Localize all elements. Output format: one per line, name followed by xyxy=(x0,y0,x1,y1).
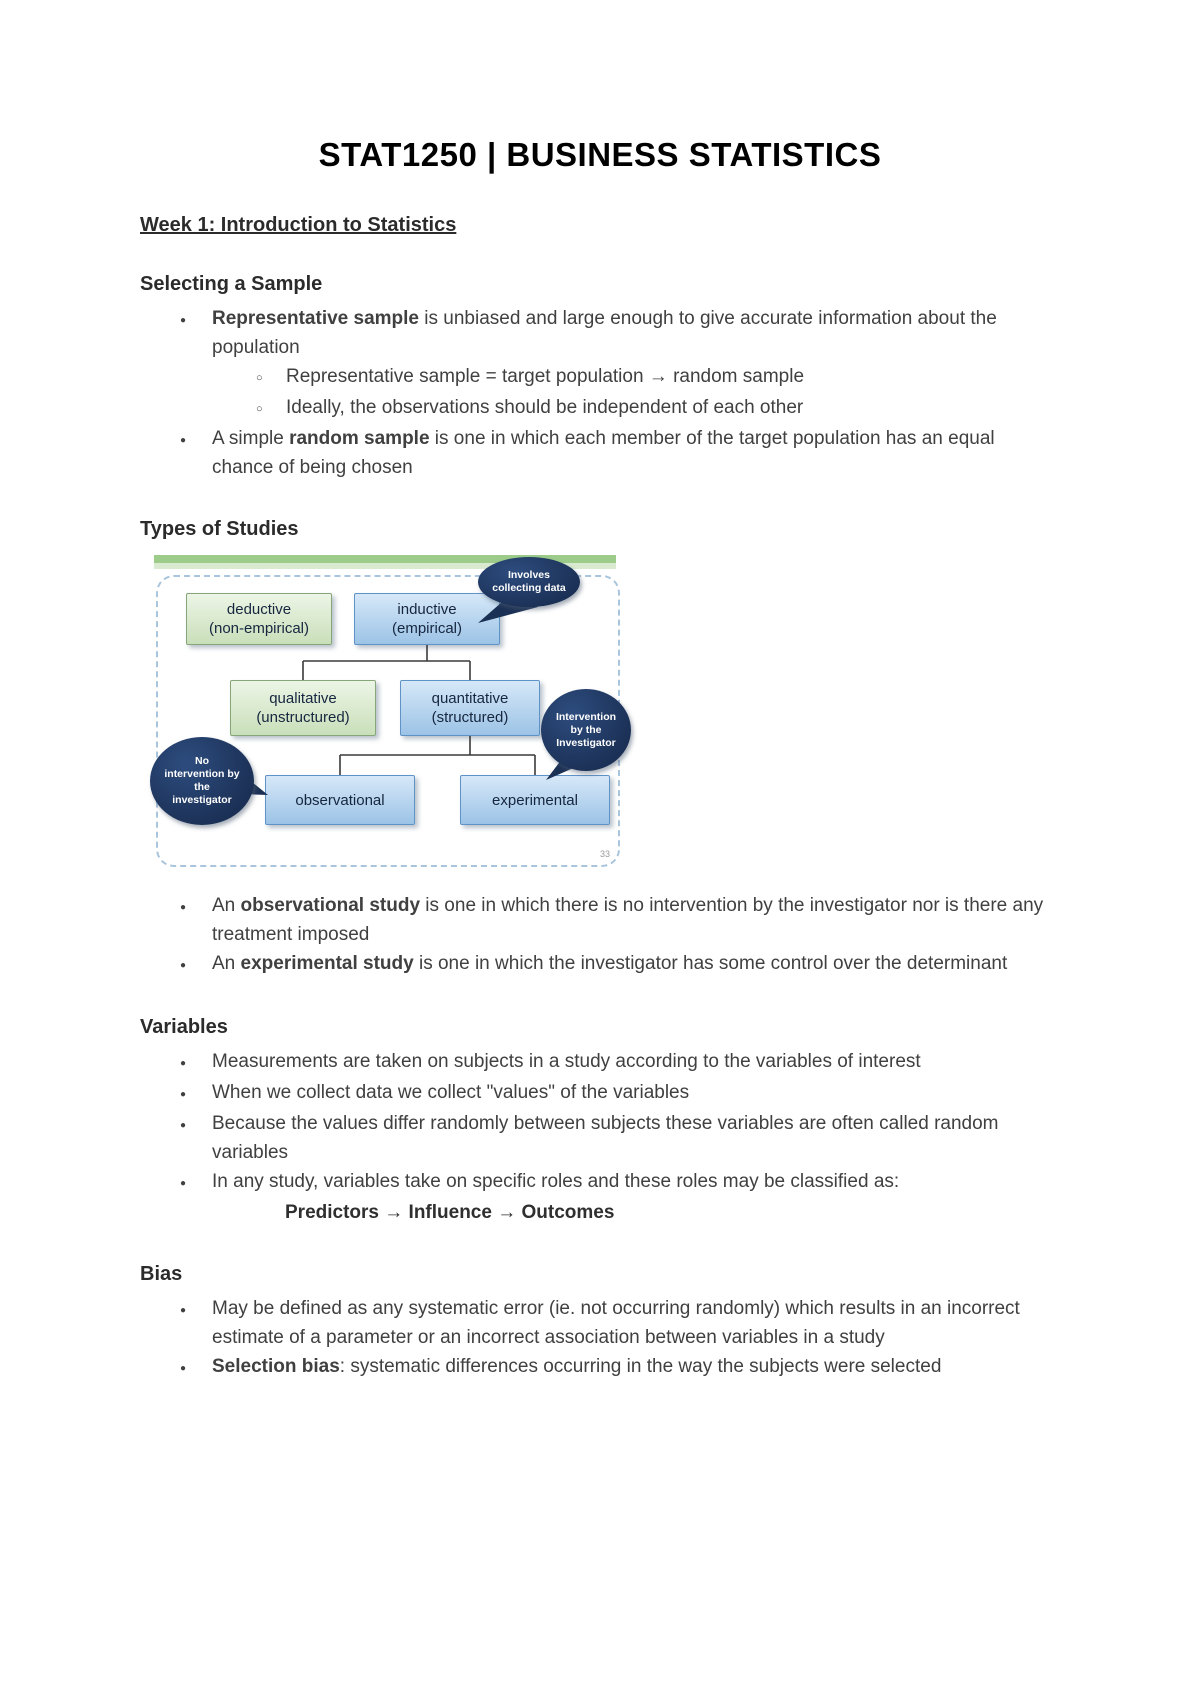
diagram-box-deductive: deductive (non-empirical) xyxy=(186,593,332,645)
text-run: An xyxy=(212,953,241,974)
list-item: A simple random sample is one in which e… xyxy=(140,424,1060,482)
callout-no-intervention: No intervention by the investigator xyxy=(150,737,254,825)
text-run-bold: experimental study xyxy=(240,953,414,974)
bullet-icon xyxy=(180,949,212,980)
bullet-text: Representative sample = target populatio… xyxy=(286,366,805,387)
bullet-text: Because the values differ randomly betwe… xyxy=(212,1113,999,1163)
callout-involves-collecting-data: Involves collecting data xyxy=(478,557,580,607)
bullet-icon xyxy=(180,304,212,362)
list-item: Representative sample is unbiased and la… xyxy=(140,304,1060,362)
bullet-icon xyxy=(256,393,286,424)
list-item: In any study, variables take on specific… xyxy=(140,1167,1060,1198)
diagram-box-experimental: experimental xyxy=(460,775,610,825)
week-heading: Week 1: Introduction to Statistics xyxy=(140,214,457,236)
bullet-text: Ideally, the observations should be inde… xyxy=(286,397,804,418)
bullet-icon xyxy=(180,424,212,482)
list-item: Selection bias: systematic differences o… xyxy=(140,1352,1060,1383)
types-of-studies-diagram: deductive (non-empirical) inductive (emp… xyxy=(148,553,638,875)
slide-page-number: 33 xyxy=(600,849,611,859)
list-item: Measurements are taken on subjects in a … xyxy=(140,1047,1060,1078)
variables-roles-line: Predictors → Influence → Outcomes xyxy=(285,1202,615,1223)
bullet-icon xyxy=(180,1294,212,1352)
bullet-icon xyxy=(180,1078,212,1109)
list-item: An observational study is one in which t… xyxy=(140,891,1060,949)
list-item: Representative sample = target populatio… xyxy=(140,362,1060,393)
bullet-text: An experimental study is one in which th… xyxy=(212,949,1060,980)
bullet-icon xyxy=(180,1047,212,1078)
slide-header-bar xyxy=(154,555,616,563)
text-run: is one in which there is no intervention… xyxy=(212,895,1044,945)
text-run-bold: observational study xyxy=(240,895,421,916)
diagram-box-inductive: inductive (empirical) xyxy=(354,593,500,645)
text-run-bold: Representative sample xyxy=(212,308,419,329)
list-item: Because the values differ randomly betwe… xyxy=(140,1109,1060,1167)
bullet-text: In any study, variables take on specific… xyxy=(212,1171,900,1192)
bullet-text: An observational study is one in which t… xyxy=(212,891,1060,949)
bullet-icon xyxy=(180,1109,212,1167)
diagram-box-qualitative: qualitative (unstructured) xyxy=(230,680,376,736)
bullet-text: Selection bias: systematic differences o… xyxy=(212,1352,1060,1383)
list-item: When we collect data we collect "values"… xyxy=(140,1078,1060,1109)
bullet-text: A simple random sample is one in which e… xyxy=(212,424,1060,482)
section-heading-variables: Variables xyxy=(140,1016,228,1038)
page-title: STAT1250 | BUSINESS STATISTICS xyxy=(318,136,882,173)
bullet-text: May be defined as any systematic error (… xyxy=(212,1298,1020,1348)
text-run-bold: random sample xyxy=(289,428,430,449)
text-run: A simple xyxy=(212,428,290,449)
text-run: is unbiased and large enough to give acc… xyxy=(212,308,997,358)
bullet-icon xyxy=(180,891,212,949)
list-item: Ideally, the observations should be inde… xyxy=(140,393,1060,424)
notes-page: STAT1250 | BUSINESS STATISTICS Week 1: I… xyxy=(0,136,1200,1383)
list-item: May be defined as any systematic error (… xyxy=(140,1294,1060,1352)
text-run: is one in which the investigator has som… xyxy=(413,953,1008,974)
bullet-text: Representative sample is unbiased and la… xyxy=(212,304,1060,362)
text-run: : systematic differences occurring in th… xyxy=(339,1356,942,1377)
bullet-icon xyxy=(180,1167,212,1198)
section-heading-types-of-studies: Types of Studies xyxy=(140,518,299,540)
list-item: An experimental study is one in which th… xyxy=(140,949,1060,980)
diagram-box-quantitative: quantitative (structured) xyxy=(400,680,540,736)
text-run: An xyxy=(212,895,241,916)
text-run: is one in which each member of the targe… xyxy=(212,428,995,478)
bullet-text: When we collect data we collect "values"… xyxy=(212,1082,690,1103)
section-heading-selecting-sample: Selecting a Sample xyxy=(140,273,323,295)
bullet-icon xyxy=(256,362,286,393)
section-heading-bias: Bias xyxy=(140,1263,183,1285)
slide-header-bar-light xyxy=(154,563,616,569)
bullet-icon xyxy=(180,1352,212,1383)
text-run-bold: Selection bias xyxy=(212,1356,340,1377)
callout-intervention: Intervention by the Investigator xyxy=(541,689,631,771)
diagram-box-observational: observational xyxy=(265,775,415,825)
bullet-text: Measurements are taken on subjects in a … xyxy=(212,1051,921,1072)
